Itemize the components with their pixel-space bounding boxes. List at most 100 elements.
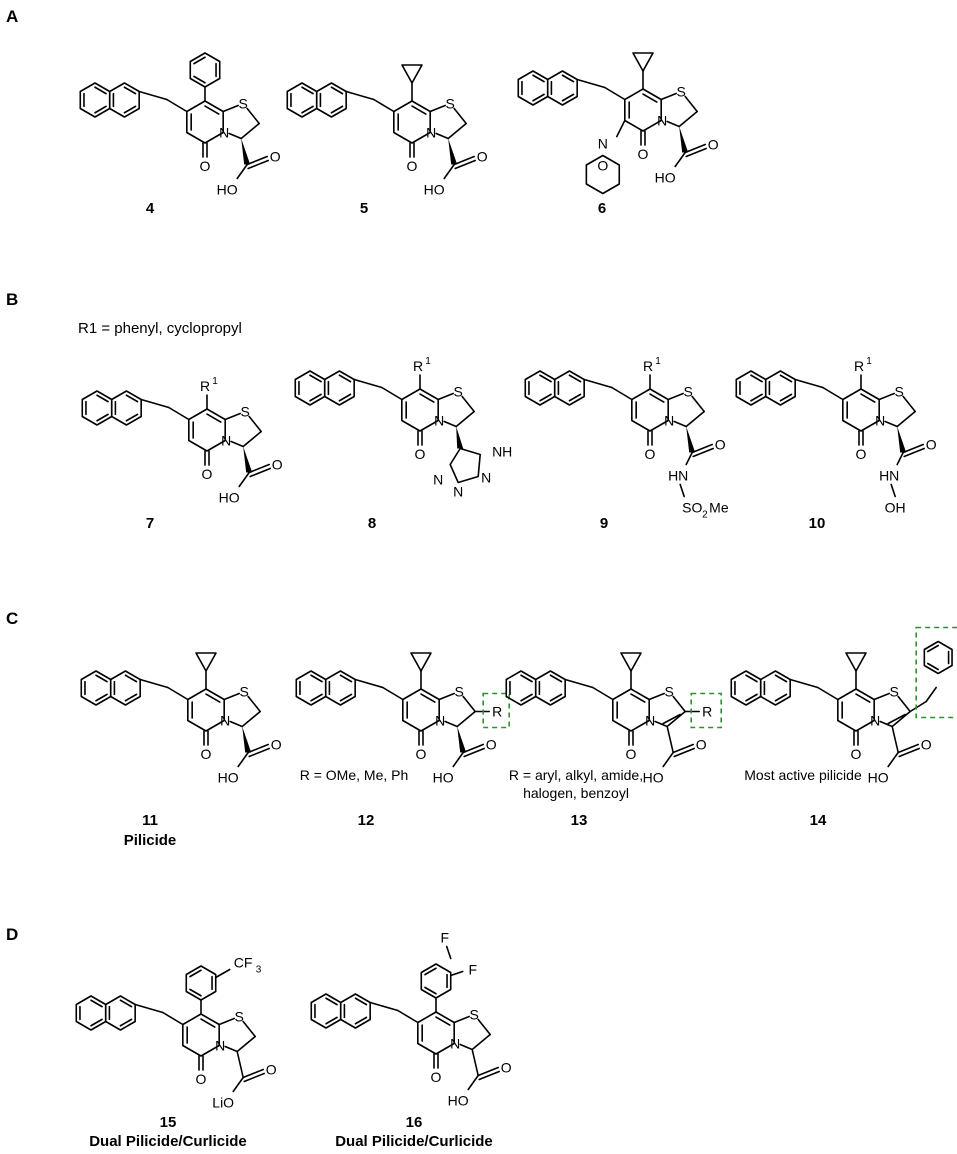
bond-line-284: [926, 644, 939, 653]
atom-label: O: [272, 457, 283, 473]
compound-number-14: 14: [810, 812, 827, 829]
bond-line-329: [354, 1016, 368, 1025]
bond-line-171: [897, 426, 907, 453]
compound-number-4: 4: [146, 200, 155, 217]
atom-label: HO: [433, 770, 454, 786]
bond-line-254: [837, 688, 875, 732]
bond-line-296: [90, 1018, 103, 1027]
note-compound-14: Most active pilicide: [744, 767, 862, 783]
bond-line-42: [330, 105, 344, 114]
bond-line-97: [140, 398, 170, 409]
bond-line-107: [437, 392, 454, 401]
bond-line-152: [860, 393, 876, 403]
bond-line-283: [926, 662, 939, 671]
atom-label: N: [221, 433, 231, 449]
bond-line-32: [453, 107, 467, 125]
bond-line-147: [691, 443, 713, 454]
bond-line-335: [420, 963, 452, 999]
atom-label: HO: [868, 770, 889, 786]
note-compound-13-line1: R = aryl, alkyl, amide,: [509, 767, 643, 783]
atom-label: F: [440, 930, 449, 946]
bond-line-120: [338, 374, 352, 383]
bond-line-240: [520, 674, 533, 683]
atom-label: S: [684, 384, 693, 400]
bond-line-45: [345, 90, 375, 101]
bond-line-175: [890, 483, 896, 498]
atom-label: N: [219, 125, 229, 141]
bond-line-215: [339, 693, 353, 702]
bond-line-157: [884, 420, 898, 428]
atom-label: O: [196, 1071, 207, 1087]
atom-label: N: [657, 113, 667, 129]
bond-line-31: [429, 104, 446, 113]
atom-label: N: [450, 1036, 460, 1052]
bond-line-94: [125, 413, 139, 422]
atom-label: O: [486, 737, 497, 753]
bond-line-343: [445, 945, 452, 960]
bond-line-304: [162, 1011, 184, 1026]
atom-label: O: [501, 1060, 512, 1076]
bond-line-260: [879, 720, 893, 728]
bond-line-238: [520, 693, 533, 702]
atom-label: N: [875, 413, 885, 429]
bond-line-148: [692, 447, 714, 458]
atom-label: NH: [492, 444, 512, 460]
atom-label: LiO: [212, 1095, 234, 1111]
bond-line-174: [896, 451, 904, 466]
compound-number-8: 8: [368, 515, 376, 532]
bond-line-246: [592, 686, 614, 701]
bond-line-86: [230, 440, 244, 448]
atom-label: R: [643, 358, 653, 374]
bond-line-213: [310, 674, 323, 683]
atom-label: O: [201, 746, 212, 762]
bond-line-22: [193, 56, 206, 65]
bond-line-5: [240, 122, 260, 140]
bond-line-207: [444, 720, 458, 728]
bond-line-306: [185, 965, 217, 1001]
atom-label: O: [266, 1062, 277, 1078]
bond-line-302: [119, 999, 133, 1008]
bond-line-101: [248, 463, 270, 474]
bond-line-205: [462, 695, 476, 713]
bond-line-59: [666, 120, 680, 128]
bond-line-186: [95, 693, 108, 702]
bond-line-84: [248, 415, 262, 433]
bond-line-130: [691, 395, 705, 413]
atom-label: O: [271, 737, 282, 753]
atom-label: R: [413, 358, 423, 374]
bond-line-71: [604, 86, 626, 101]
bond-line-234: [662, 713, 681, 725]
bond-line-25: [246, 155, 268, 166]
bond-line-57: [684, 95, 698, 113]
atom-label: O: [270, 149, 281, 165]
atom-label: S: [446, 96, 455, 112]
bond-line-230: [648, 692, 665, 701]
bond-line-325: [325, 1016, 338, 1025]
bond-line-201: [402, 688, 440, 732]
atom-label: HN: [879, 468, 899, 484]
atom-label: S: [677, 84, 686, 100]
highlight-box-13: [690, 692, 722, 729]
note-compound-12: R = OMe, Me, Ph: [300, 767, 409, 783]
bond-line-27: [236, 163, 248, 180]
bond-line-51: [454, 159, 476, 170]
compound-number-7: 7: [146, 515, 154, 532]
bond-line-252: [662, 751, 674, 768]
bond-line-29: [411, 105, 427, 115]
atom-label: O: [851, 746, 862, 762]
atom-label: O: [921, 737, 932, 753]
bond-line-258: [897, 695, 911, 713]
atom-label: F: [468, 962, 477, 978]
bond-line-58: [678, 110, 698, 128]
atom-label: SO: [682, 500, 702, 516]
bond-line-65: [532, 74, 545, 83]
bond-line-96: [125, 394, 139, 403]
bond-line-255: [855, 693, 871, 703]
bond-line-169: [822, 386, 844, 401]
bond-line-73: [632, 52, 654, 72]
atom-label: O: [645, 446, 656, 462]
